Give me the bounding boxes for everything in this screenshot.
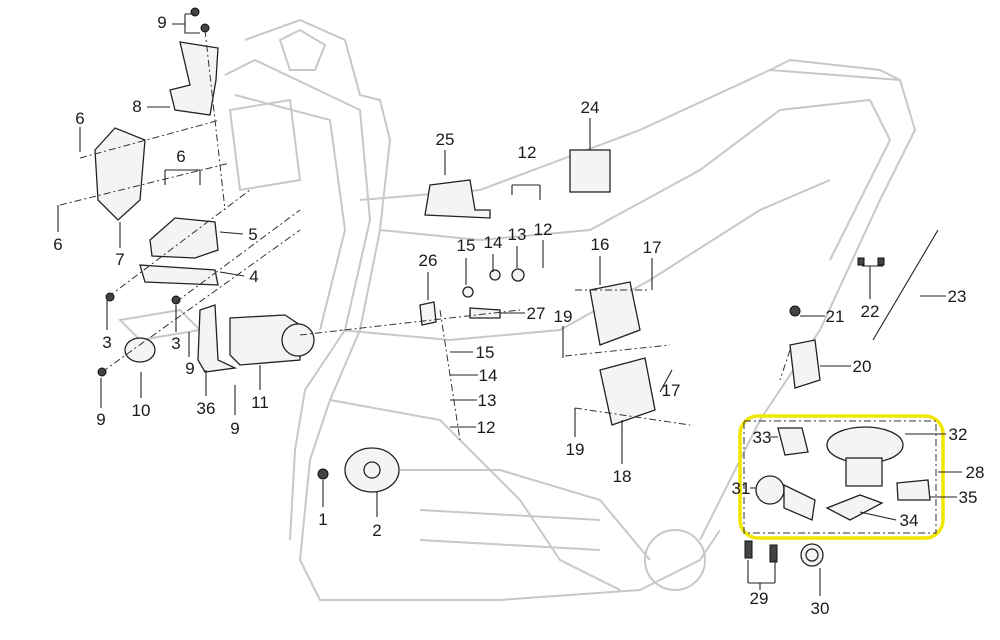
callout-7: 7 [115, 250, 124, 269]
kit-28-boundary [743, 420, 937, 534]
callout-6: 6 [75, 109, 84, 128]
module-16 [589, 281, 641, 346]
callout-27: 27 [527, 304, 546, 323]
callout-19: 19 [554, 307, 573, 326]
callout-11: 11 [251, 393, 269, 412]
callout-29: 29 [750, 589, 769, 608]
callout-8: 8 [132, 97, 141, 116]
bolt-29a [744, 540, 753, 559]
callout-17: 17 [662, 381, 681, 400]
kit-28-highlight [738, 414, 945, 540]
callout-26: 26 [419, 251, 438, 270]
ecu-7 [94, 127, 146, 221]
callout-6: 6 [176, 147, 185, 166]
callout-16: 16 [591, 235, 610, 254]
bracket-8 [169, 41, 219, 116]
bracket-4 [139, 264, 219, 286]
regulator-20 [789, 339, 821, 389]
lock-33 [777, 427, 809, 456]
callout-30: 30 [811, 599, 830, 618]
callout-9: 9 [230, 419, 239, 438]
ignition-switch-31 [755, 475, 785, 505]
callout-24: 24 [581, 98, 600, 117]
lock-35 [896, 479, 931, 501]
callout-9: 9 [185, 359, 194, 378]
module-18 [599, 357, 656, 426]
callout-6: 6 [53, 235, 62, 254]
callout-9: 9 [96, 410, 105, 429]
bracket-25 [424, 179, 491, 219]
callout-17: 17 [643, 238, 662, 257]
callout-13: 13 [508, 225, 527, 244]
callout-35: 35 [959, 488, 978, 507]
key-34 [825, 494, 884, 521]
callout-22: 22 [861, 302, 880, 321]
callout-19: 19 [566, 440, 585, 459]
connector-26 [419, 301, 437, 326]
callout-3: 3 [171, 334, 180, 353]
parts [94, 7, 939, 567]
relay-24 [569, 149, 611, 193]
sensor-10 [124, 337, 156, 363]
callout-3: 3 [102, 333, 111, 352]
bolt-29b [769, 544, 778, 563]
sensor-27 [469, 307, 501, 319]
callout-5: 5 [248, 225, 257, 244]
callout-23: 23 [948, 287, 967, 306]
callout-28: 28 [966, 463, 985, 482]
callout-21: 21 [826, 307, 845, 326]
callout-12: 12 [534, 220, 553, 239]
callout-34: 34 [900, 511, 919, 530]
bracket-36 [197, 304, 238, 373]
callout-33: 33 [753, 428, 772, 447]
callout-36: 36 [197, 399, 216, 418]
callout-4: 4 [249, 267, 258, 286]
callout-14: 14 [479, 366, 498, 385]
callout-1: 1 [318, 510, 327, 529]
horn-center [363, 461, 381, 479]
cable-23 [872, 229, 939, 341]
callout-12: 12 [518, 143, 537, 162]
ecu-holder-5 [149, 217, 219, 259]
callout-31: 31 [732, 479, 751, 498]
callout-15: 15 [457, 236, 476, 255]
callout-25: 25 [436, 130, 455, 149]
callout-10: 10 [132, 401, 151, 420]
callout-15: 15 [476, 343, 495, 362]
callout-32: 32 [949, 425, 968, 444]
leader-lines [57, 13, 962, 596]
callout-13: 13 [478, 391, 497, 410]
callout-20: 20 [853, 357, 872, 376]
callout-18: 18 [613, 467, 632, 486]
callout-9: 9 [157, 13, 166, 32]
callout-2: 2 [372, 521, 381, 540]
abs-unit-11 [229, 314, 301, 366]
callout-14: 14 [484, 233, 503, 252]
fuel-cap-neck [845, 457, 883, 487]
callout-12: 12 [477, 418, 496, 437]
abs-pump-11 [281, 323, 315, 357]
